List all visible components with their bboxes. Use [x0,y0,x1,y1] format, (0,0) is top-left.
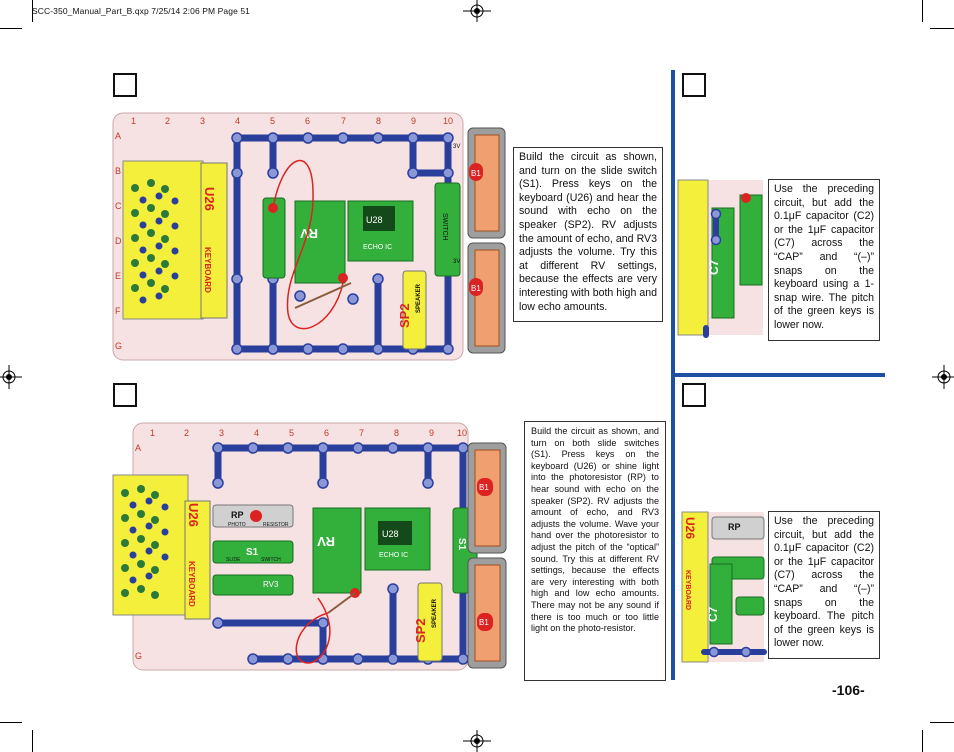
speaker-label: SPEAKER [432,598,438,628]
slide-label: SLIDE [226,557,241,563]
slide-switch-id-label: S1 [456,538,467,551]
photoresistor-id-label: RP [728,522,741,532]
col-label: 3 [200,116,205,126]
col-label: 1 [131,116,136,126]
photo-label: PHOTO [228,522,246,528]
rv-label: RV [300,226,318,241]
speaker-label: SPEAKER [416,283,422,313]
row-label: F [115,306,121,316]
row-label: C [115,201,122,211]
col-label: 4 [254,428,259,438]
keyboard-id-label: U26 [186,503,201,527]
col-label: 6 [305,116,310,126]
row-label: D [115,236,122,246]
circuit-diagram-1: 1 2 3 4 5 6 7 8 9 10 A B C D E F G U26 K… [112,112,506,361]
col-label: 9 [411,116,416,126]
page-number: -106- [832,682,865,698]
file-info-header: SCC-350_Manual_Part_B.qxp 7/25/14 2:06 P… [32,6,251,16]
battery-label: B1 [471,169,481,178]
col-label: 5 [289,428,294,438]
project-number-box-2 [682,73,706,97]
echo-ic-id-label: U28 [382,529,399,539]
col-label: 9 [429,428,434,438]
speaker-id-label: SP2 [413,618,428,643]
col-label: 7 [341,116,346,126]
battery-label: B1 [479,483,489,492]
project-1-description: Build the circuit as shown, and turn on … [513,147,663,322]
voltage-label: 3V [453,144,460,150]
vertical-divider [671,70,675,680]
row-label: G [115,341,122,351]
row-label: G [135,651,142,661]
project-number-box-4 [682,383,706,407]
col-label: 8 [394,428,399,438]
col-label: 10 [443,116,453,126]
row-label: E [115,271,121,281]
col-label: 4 [235,116,240,126]
rv-label: RV [317,534,335,549]
capacitor-label: C7 [707,259,721,275]
circuit-diagram-3: 1 2 3 4 5 6 7 8 9 10 A G U26 KEYBOARD RP… [112,422,507,671]
keyboard-id-label: U26 [683,517,697,539]
speaker-id-label: SP2 [397,303,412,328]
keyboard-label: KEYBOARD [187,561,196,607]
col-label: 10 [457,428,467,438]
keyboard-label: KEYBOARD [203,247,212,293]
project-2-description: Use the preceding circuit, but add the 0… [768,179,880,341]
keyboard-label: KEYBOARD [684,570,691,610]
horizontal-divider [675,373,885,377]
row-label: A [115,131,121,141]
switch-label: SWITCH [441,213,448,241]
project-number-box-3 [113,383,137,407]
circuit-diagram-4: U26 KEYBOARD RP C7 [681,511,767,663]
col-label: 2 [165,116,170,126]
battery-label: B1 [471,284,481,293]
keyboard-id-label: U26 [202,187,217,211]
battery-label: B1 [479,618,489,627]
project-3-description: Build the circuit as shown, and turn on … [524,421,666,681]
row-label: A [135,443,141,453]
project-4-description: Use the preceding circuit, but add the 0… [768,511,880,659]
capacitor-label: C7 [706,606,720,622]
project-number-box-1 [113,73,137,97]
col-label: 6 [324,428,329,438]
col-label: 8 [376,116,381,126]
col-label: 3 [219,428,224,438]
resistor-label: RESISTOR [263,522,289,528]
switch-label: SWITCH [261,557,281,563]
circuit-diagram-2: C7 [677,179,763,338]
col-label: 1 [150,428,155,438]
photoresistor-id-label: RP [231,510,244,520]
slide-switch-id-label: S1 [246,547,259,558]
row-label: B [115,166,121,176]
echo-ic-label: ECHO IC [379,552,408,559]
rv3-label: RV3 [263,580,279,589]
echo-ic-id-label: U28 [366,215,383,225]
col-label: 2 [184,428,189,438]
echo-ic-label: ECHO IC [363,244,392,251]
col-label: 5 [270,116,275,126]
col-label: 7 [359,428,364,438]
voltage-label: 3V [453,259,460,265]
